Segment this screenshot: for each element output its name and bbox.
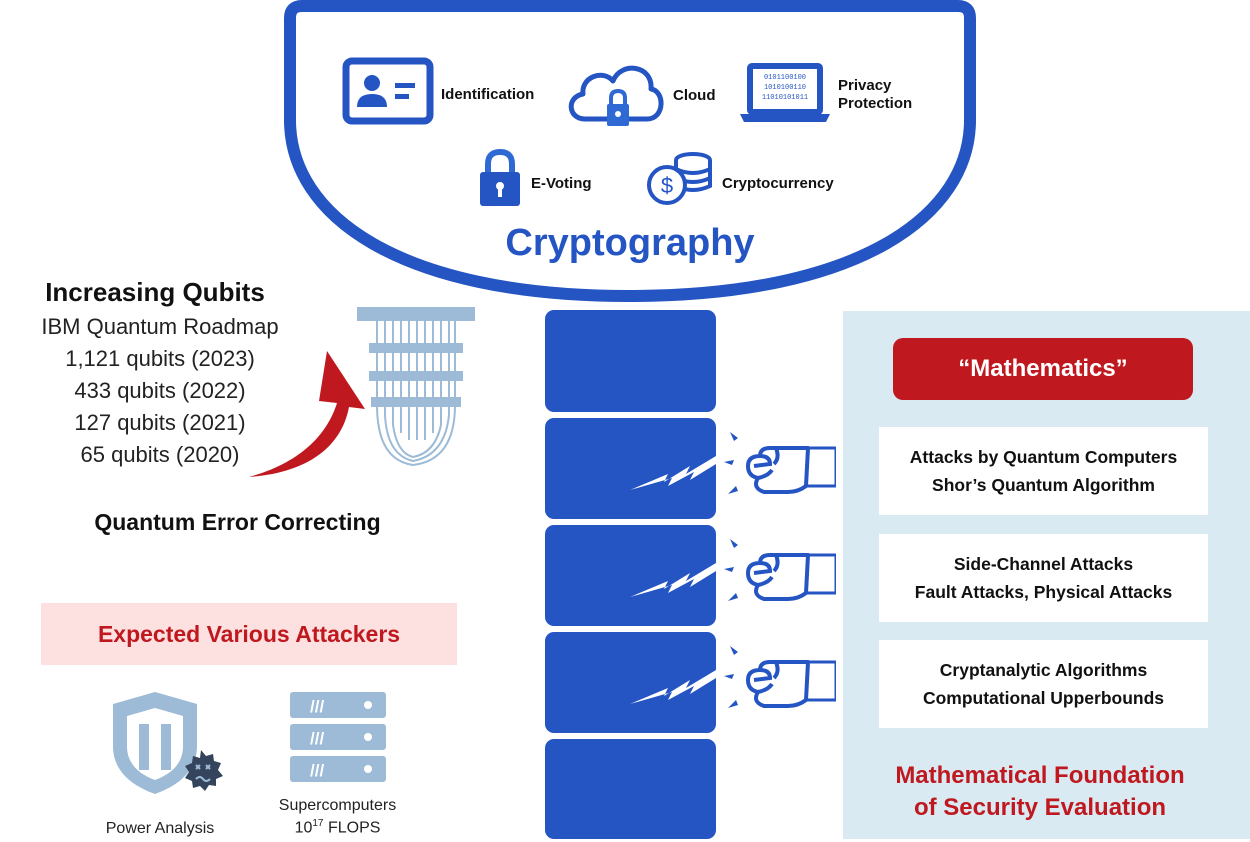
server-rack-icon: /// /// ///: [290, 692, 386, 782]
fist-icon-3: [724, 646, 836, 708]
privacy-line1: Privacy: [838, 77, 892, 94]
supercomputers-text: Supercomputers: [278, 797, 397, 814]
flops-base: 10: [294, 819, 313, 837]
supercomputers-label: Supercomputers 1017 FLOPS: [250, 797, 425, 837]
attackers-banner-text: Expected Various Attackers: [97, 620, 401, 647]
mathematics-badge: “Mathematics”: [893, 338, 1193, 400]
shield-virus-icon: [113, 692, 223, 794]
cloud-lock-icon: [568, 65, 664, 126]
milestone-2021: 127 qubits (2021): [74, 410, 246, 435]
flops-unit: FLOPS: [323, 819, 381, 837]
attack-box-side-channel-line1: Side-Channel Attacks: [953, 554, 1134, 574]
milestone-2023: 1,121 qubits (2023): [65, 346, 255, 371]
milestone-2022: 433 qubits (2022): [74, 378, 246, 403]
padlock-icon: [480, 148, 520, 206]
rack-slashes-1: ///: [310, 697, 324, 716]
quantum-computer-icon: [357, 307, 475, 467]
attack-box-side-channel: Side-Channel Attacks Fault Attacks, Phys…: [879, 534, 1208, 622]
privacy-protection-label: Privacy Protection: [838, 77, 912, 113]
power-analysis-label: Power Analysis: [105, 820, 215, 837]
crack-icon-1: [630, 456, 716, 490]
laptop-bits-3: 11010101011: [762, 94, 808, 102]
attack-box-quantum: Attacks by Quantum Computers Shor’s Quan…: [879, 427, 1208, 515]
evoting-label: E-Voting: [531, 175, 592, 192]
id-card-icon: [342, 57, 434, 125]
roadmap-label: IBM Quantum Roadmap: [41, 314, 279, 339]
cloud-label: Cloud: [673, 87, 716, 104]
qubits-heading: Increasing Qubits: [45, 277, 265, 307]
laptop-bits-1: 0101100100: [764, 74, 806, 82]
cryptography-title: Cryptography: [505, 222, 755, 264]
cryptocurrency-label: Cryptocurrency: [722, 175, 834, 192]
error-correcting-label: Quantum Error Correcting: [94, 509, 381, 535]
foundation-label: Mathematical Foundation of Security Eval…: [855, 760, 1225, 824]
foundation-line1: Mathematical Foundation: [895, 762, 1185, 789]
flops-exponent: 17: [312, 818, 324, 829]
pillar-block-5: [545, 739, 716, 839]
attack-box-quantum-line1: Attacks by Quantum Computers: [909, 447, 1178, 467]
crack-icon-2: [630, 563, 716, 597]
foundation-line2: of Security Evaluation: [913, 794, 1167, 821]
attack-box-cryptanalytic-line1: Cryptanalytic Algorithms: [939, 660, 1148, 680]
milestone-2020: 65 qubits (2020): [80, 442, 240, 467]
laptop-icon: 0101100100 1010100110 11010101011: [740, 63, 830, 122]
fist-icon-1: [724, 432, 836, 494]
attack-box-side-channel-line2: Fault Attacks, Physical Attacks: [914, 582, 1173, 602]
mathematics-badge-text: “Mathematics”: [958, 355, 1128, 382]
rack-slashes-2: ///: [310, 729, 324, 748]
pillar-block-1: [545, 310, 716, 412]
attack-box-cryptanalytic: Cryptanalytic Algorithms Computational U…: [879, 640, 1208, 728]
crack-icon-3: [630, 670, 716, 704]
growth-arrow-icon: [249, 351, 365, 477]
privacy-line2: Protection: [838, 95, 913, 112]
attack-box-cryptanalytic-line2: Computational Upperbounds: [922, 688, 1165, 708]
fist-icon-2: [724, 539, 836, 601]
attackers-banner: Expected Various Attackers: [41, 603, 457, 665]
rack-slashes-3: ///: [310, 761, 324, 780]
attack-box-quantum-line2: Shor’s Quantum Algorithm: [932, 475, 1155, 495]
coin-stack-icon: $: [647, 152, 712, 205]
laptop-bits-2: 1010100110: [764, 84, 806, 92]
flops-text: 1017 FLOPS: [250, 815, 425, 837]
identification-label: Identification: [441, 86, 535, 103]
svg-text:$: $: [661, 173, 673, 198]
